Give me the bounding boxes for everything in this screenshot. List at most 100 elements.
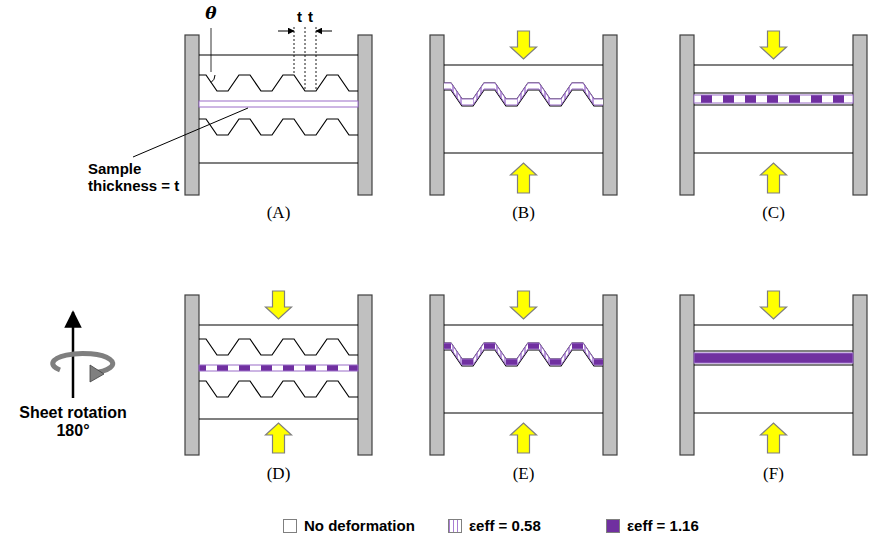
angle-leader — [211, 28, 212, 72]
sample-sheet — [473, 83, 484, 105]
sample-sheet — [261, 101, 272, 107]
sample-sheet — [583, 343, 594, 365]
sample-sheet — [539, 343, 550, 365]
sample-sheet — [294, 365, 305, 371]
sample-sheet — [712, 95, 723, 103]
sample-sheet — [550, 99, 561, 105]
sample-sheet — [583, 83, 594, 105]
sample-sheet — [517, 83, 528, 105]
upper-die — [694, 64, 853, 65]
rotation-arc — [53, 353, 113, 373]
lower-die-groove — [199, 381, 358, 397]
sample-sheet — [811, 353, 822, 363]
sample-sheet — [701, 95, 712, 103]
sample-sheet — [844, 353, 853, 363]
sample-sheet — [734, 95, 745, 103]
sample-sheet — [228, 365, 239, 371]
sample-sheet — [756, 95, 767, 103]
sample-sheet — [199, 101, 206, 107]
panel-label: (C) — [762, 203, 785, 223]
sample-sheet — [723, 353, 734, 363]
legend-item: No deformation — [283, 517, 415, 534]
lower-die — [694, 412, 853, 413]
sample-sheet — [484, 83, 495, 89]
side-plate — [185, 35, 199, 195]
legend-swatch — [448, 519, 462, 533]
sample-sheet — [239, 365, 250, 371]
side-plate — [680, 295, 694, 455]
rotation-label: Sheet rotation 180° — [11, 404, 136, 441]
sample-sheet — [723, 95, 734, 103]
sample-sheet — [745, 95, 756, 103]
upper-die — [199, 54, 358, 55]
sample-sheet — [694, 353, 853, 363]
sample-sheet — [594, 359, 603, 365]
sample-sheet — [701, 353, 712, 363]
legend-item: εeff = 0.58 — [448, 517, 541, 534]
sample-sheet — [199, 101, 358, 107]
sample-label: Sample thickness = t — [88, 160, 188, 195]
sample-sheet — [844, 95, 853, 103]
sample-sheet — [561, 343, 572, 365]
sample-sheet — [517, 343, 528, 365]
sample-sheet — [349, 101, 358, 107]
sample-sheet — [327, 101, 338, 107]
sample-sheet — [217, 101, 228, 107]
sample-sheet — [789, 95, 800, 103]
side-plate — [430, 35, 444, 195]
sample-sheet — [462, 359, 473, 365]
sample-sheet — [528, 83, 539, 89]
side-plate — [853, 35, 867, 195]
upper-die-groove — [199, 339, 358, 355]
sample-sheet — [495, 83, 506, 105]
press-arrow — [761, 423, 787, 453]
press-panel — [185, 35, 372, 195]
dimension-guide — [316, 27, 317, 91]
press-panel — [430, 31, 617, 195]
press-arrow — [761, 291, 787, 319]
upper-die-groove — [199, 75, 358, 91]
sample-sheet — [349, 365, 358, 371]
sample-sheet — [444, 343, 603, 365]
sample-sheet — [572, 83, 583, 89]
sample-sheet — [694, 353, 853, 363]
dimension-marks — [211, 27, 332, 91]
upper-die — [444, 324, 603, 325]
sample-sheet — [316, 101, 327, 107]
lower-die-flat — [694, 364, 853, 365]
lower-die — [444, 152, 603, 153]
sample-sheet — [305, 101, 316, 107]
press-panel — [185, 291, 372, 455]
sample-sheet — [327, 365, 338, 371]
legend-swatch — [606, 519, 620, 533]
sample-sheet — [228, 101, 239, 107]
sample-sheet — [800, 95, 811, 103]
sample-sheet — [261, 365, 272, 371]
sample-sheet — [833, 353, 844, 363]
press-arrow — [511, 291, 537, 319]
sample-sheet — [206, 101, 217, 107]
sample-sheet — [206, 365, 217, 371]
legend-text: εeff = 0.58 — [469, 517, 541, 534]
sample-sheet — [833, 95, 844, 103]
sample-sheet — [694, 95, 701, 103]
sample-sheet — [272, 365, 283, 371]
press-arrow — [761, 163, 787, 193]
side-plate — [358, 295, 372, 455]
sample-sheet — [338, 365, 349, 371]
legend-item: εeff = 1.16 — [606, 517, 699, 534]
sample-sheet — [294, 101, 305, 107]
dimension-arrow — [278, 31, 294, 32]
side-plate — [358, 35, 372, 195]
dimension-label: t — [308, 8, 313, 25]
sample-sheet — [338, 101, 349, 107]
sample-sheet — [473, 343, 484, 365]
sample-sheet — [462, 99, 473, 105]
dimension-label: t — [297, 8, 302, 25]
sample-sheet — [199, 365, 358, 371]
sample-sheet — [712, 353, 723, 363]
sample-sheet — [444, 349, 603, 365]
dimension-guide — [294, 27, 295, 75]
upper-die — [199, 324, 358, 325]
